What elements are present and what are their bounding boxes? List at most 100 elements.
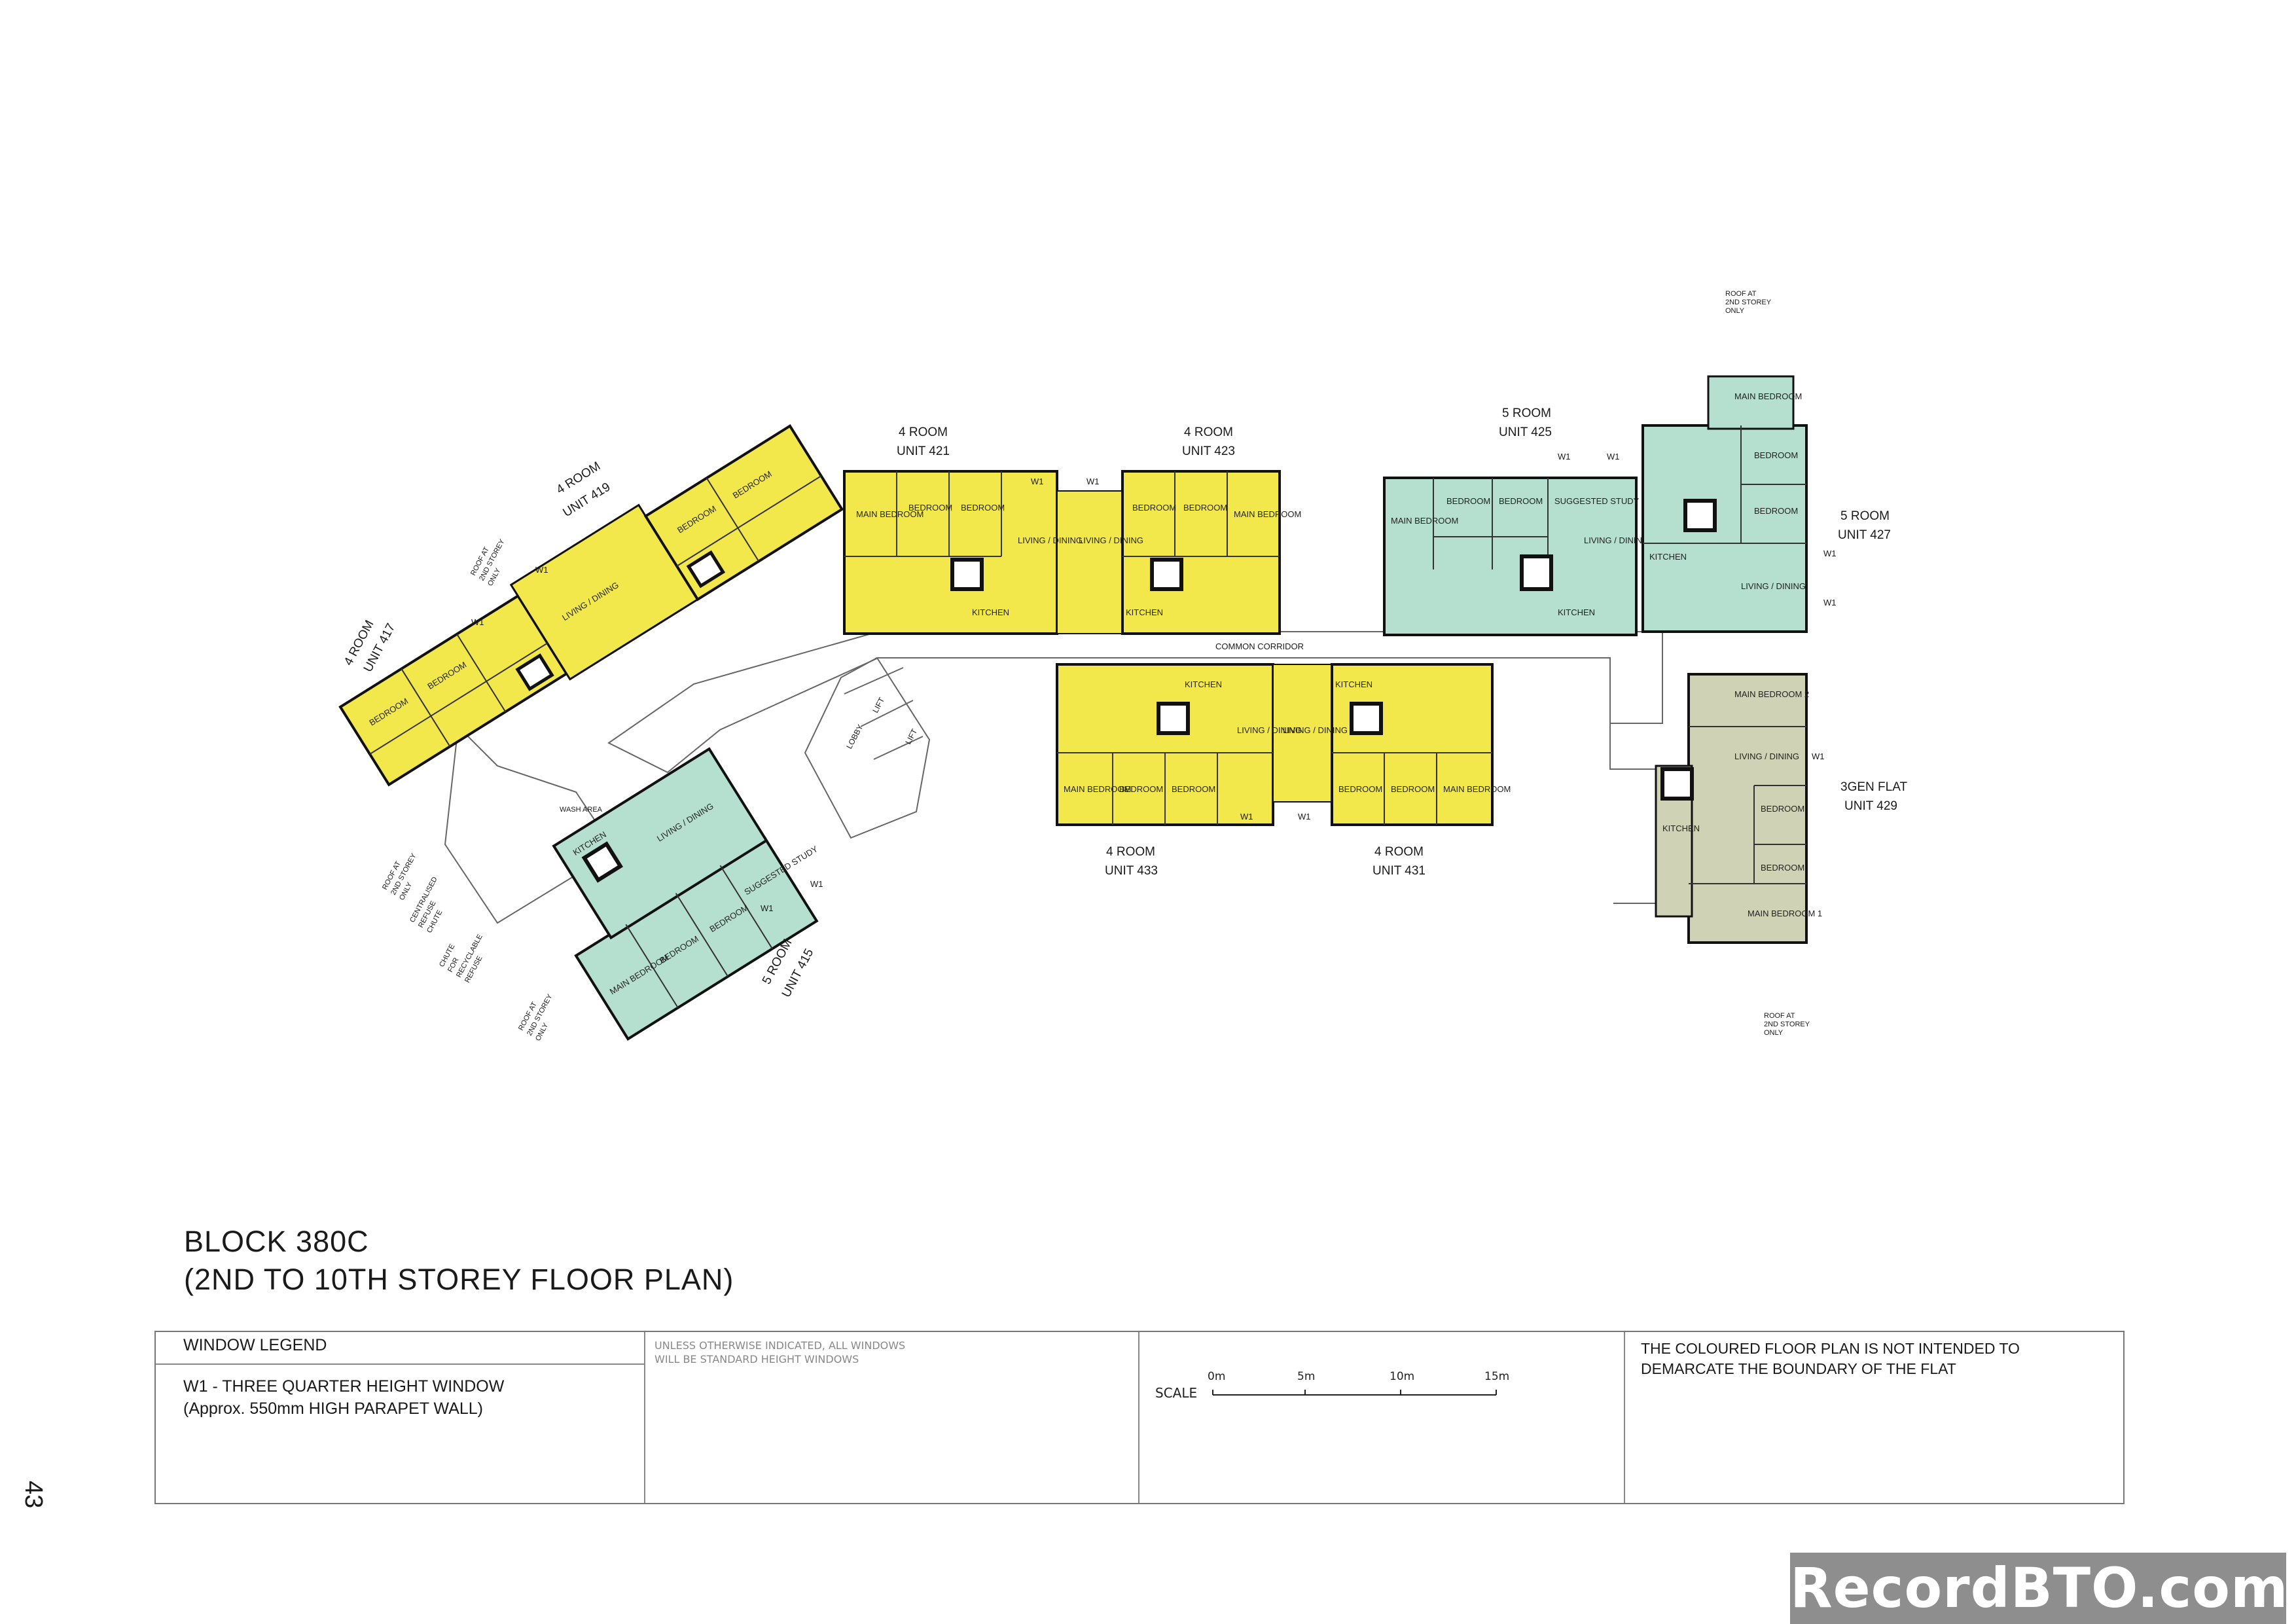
window-tag: W1 (535, 565, 548, 575)
unit-number-label: UNIT 433 (1105, 864, 1158, 878)
window-tag: W1 (1240, 812, 1253, 821)
unit-number-label: UNIT 431 (1372, 864, 1426, 878)
scale-tick-label: 10m (1390, 1370, 1414, 1383)
watermark-logo: RecordBTO.com (1790, 1553, 2288, 1624)
window-tag: W1 (810, 879, 823, 889)
scale-tick-label: 5m (1297, 1370, 1315, 1383)
window-tag: W1 (1031, 477, 1044, 486)
note-line: UNLESS OTHERWISE INDICATED, ALL WINDOWS (655, 1339, 906, 1352)
scale-bar: SCALE 0m 5m 10m 15m (1155, 1370, 1509, 1401)
lift-label: LIFT (903, 727, 919, 746)
unit-427-plan: MAIN BEDROOM BEDROOM BEDROOM KITCHEN LIV… (1641, 375, 1808, 633)
room-label: LIVING / DINING (1079, 535, 1143, 545)
room-label: KITCHEN (1558, 607, 1595, 617)
lobby-label: LOBBY (844, 723, 865, 750)
room-label: KITCHEN (1335, 679, 1372, 689)
unit-433-431-plan: KITCHEN KITCHEN LIVING / DINING LIVING /… (1056, 663, 1511, 826)
room-label: KITCHEN (1185, 679, 1222, 689)
unit-type-label: 5 ROOM (1840, 509, 1890, 523)
window-tag: W1 (1607, 452, 1620, 461)
unit-type-label: 4 ROOM (899, 425, 948, 439)
scale-cell: SCALE 0m 5m 10m 15m (1139, 1332, 1625, 1503)
room-label: BEDROOM (1183, 503, 1227, 513)
room-label: BEDROOM (1761, 804, 1804, 814)
common-corridor-label: COMMON CORRIDOR (1215, 641, 1304, 651)
unit-type-label: 4 ROOM (1184, 425, 1233, 439)
room-label: BEDROOM (1132, 503, 1176, 513)
disclaimer-cell: THE COLOURED FLOOR PLAN IS NOT INTENDED … (1625, 1332, 2123, 1503)
note-line: WILL BE STANDARD HEIGHT WINDOWS (655, 1353, 859, 1365)
room-label: LIVING / DINING (1283, 725, 1348, 735)
room-label: MAIN BEDROOM (1064, 784, 1131, 794)
roof-note: 2ND STOREY (1764, 1020, 1810, 1028)
unit-number-label: UNIT 429 (1844, 799, 1897, 813)
room-label: BEDROOM (1761, 863, 1804, 873)
legend-table: WINDOW LEGEND W1 - THREE QUARTER HEIGHT … (154, 1331, 2125, 1504)
window-legend-header: WINDOW LEGEND (156, 1332, 644, 1365)
room-label: MAIN BEDROOM (1443, 784, 1511, 794)
unit-type-label: 5 ROOM (1502, 406, 1551, 420)
unit-417-419-plan: BEDROOM BEDROOM LIVING / DINING BEDROOM … (338, 424, 844, 787)
room-label: SUGGESTED STUDY (1554, 496, 1640, 506)
room-label: LIVING / DINING (1734, 751, 1799, 761)
unit-number-label: UNIT 425 (1499, 425, 1552, 439)
unit-number-label: UNIT 427 (1838, 528, 1891, 542)
standard-window-note-cell: UNLESS OTHERWISE INDICATED, ALL WINDOWS … (645, 1332, 1139, 1503)
room-label: LIVING / DINING (1237, 725, 1302, 735)
page-number: 43 (20, 1481, 47, 1509)
unit-type-label: 3GEN FLAT (1840, 780, 1907, 794)
window-legend-line: W1 - THREE QUARTER HEIGHT WINDOW (183, 1377, 505, 1396)
unit-type-label: 4 ROOM (1374, 845, 1424, 859)
room-label: BEDROOM (1391, 784, 1435, 794)
block-subtitle: (2ND TO 10TH STOREY FLOOR PLAN) (184, 1263, 734, 1296)
room-label: LIVING / DINING (1584, 535, 1649, 545)
wash-area-label: WASH AREA (560, 806, 603, 814)
lift-label: LIFT (870, 695, 886, 714)
window-tag: W1 (1298, 812, 1311, 821)
floor-plan-title: BLOCK 380C (2ND TO 10TH STOREY FLOOR PLA… (184, 1223, 734, 1299)
room-label: BEDROOM (1754, 450, 1798, 460)
room-label: MAIN BEDROOM (1734, 391, 1802, 401)
roof-note: ONLY (1725, 307, 1745, 315)
unit-number-label: UNIT 423 (1182, 444, 1235, 458)
room-label: KITCHEN (1662, 823, 1700, 833)
unit-429-plan: MAIN BEDROOM 2 LIVING / DINING BEDROOM B… (1655, 673, 1822, 944)
room-label: MAIN BEDROOM (1391, 516, 1458, 526)
roof-note: 2ND STOREY (1725, 298, 1772, 306)
room-label: BEDROOM (961, 503, 1005, 513)
room-label: MAIN BEDROOM 1 (1748, 909, 1822, 918)
window-tag: W1 (471, 617, 484, 627)
window-legend-line: (Approx. 550mm HIGH PARAPET WALL) (183, 1399, 483, 1418)
room-label: BEDROOM (1499, 496, 1543, 506)
room-label: KITCHEN (972, 607, 1009, 617)
room-label: BEDROOM (1338, 784, 1382, 794)
room-label: LIVING / DINING (1741, 581, 1806, 591)
scale-tick-label: 0m (1208, 1370, 1225, 1383)
block-title: BLOCK 380C (184, 1225, 369, 1258)
roof-note: ONLY (1764, 1029, 1784, 1037)
room-label: BEDROOM (1754, 506, 1798, 516)
scale-tick-label: 15m (1484, 1370, 1509, 1383)
window-tag: W1 (1823, 598, 1837, 607)
window-tag: W1 (1823, 549, 1837, 558)
note-line: DEMARCATE THE BOUNDARY OF THE FLAT (1641, 1360, 1956, 1377)
standard-window-note: UNLESS OTHERWISE INDICATED, ALL WINDOWS … (655, 1339, 905, 1366)
room-label: KITCHEN (1126, 607, 1163, 617)
room-label: BEDROOM (1172, 784, 1215, 794)
room-label: BEDROOM (1446, 496, 1490, 506)
room-label: KITCHEN (1649, 552, 1687, 562)
disclaimer-note: THE COLOURED FLOOR PLAN IS NOT INTENDED … (1641, 1339, 2020, 1379)
unit-425-plan: MAIN BEDROOM BEDROOM BEDROOM SUGGESTED S… (1383, 477, 1649, 636)
room-label: BEDROOM (1119, 784, 1163, 794)
room-label: LIVING / DINING (1018, 535, 1083, 545)
window-legend-body: W1 - THREE QUARTER HEIGHT WINDOW (Approx… (183, 1375, 504, 1420)
room-label: MAIN BEDROOM 2 (1734, 689, 1809, 699)
room-label: BEDROOM (908, 503, 952, 513)
roof-note: ROOF AT (1764, 1012, 1795, 1020)
note-line: THE COLOURED FLOOR PLAN IS NOT INTENDED … (1641, 1340, 2020, 1357)
window-tag: W1 (1558, 452, 1571, 461)
room-label: MAIN BEDROOM (856, 509, 924, 519)
window-tag: W1 (1086, 477, 1100, 486)
roof-note: ROOF AT (1725, 290, 1757, 298)
